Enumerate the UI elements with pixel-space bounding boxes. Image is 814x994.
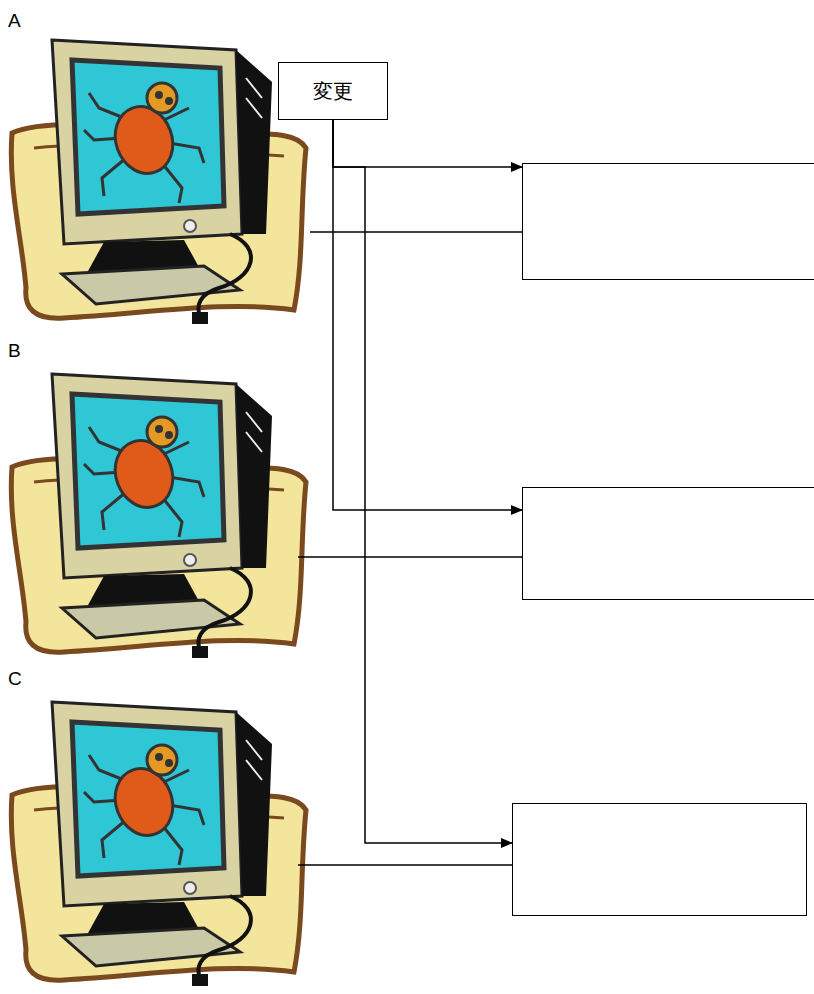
target-box (522, 487, 814, 600)
link-line (310, 231, 522, 233)
computer-label: A (8, 10, 21, 32)
target-box (512, 803, 807, 916)
link-line (298, 556, 522, 558)
computer-label: B (8, 340, 21, 362)
link-line (298, 864, 512, 866)
change-arrow (333, 120, 522, 167)
change-box: 変更 (278, 62, 388, 120)
computer-icon (11, 702, 306, 986)
target-box (522, 163, 814, 280)
computer-icon (11, 374, 306, 658)
change-arrow (333, 120, 512, 843)
node-text: 変更 (313, 78, 353, 105)
computer-icon (11, 40, 306, 324)
computer-label: C (8, 668, 22, 690)
change-arrow (333, 120, 522, 510)
